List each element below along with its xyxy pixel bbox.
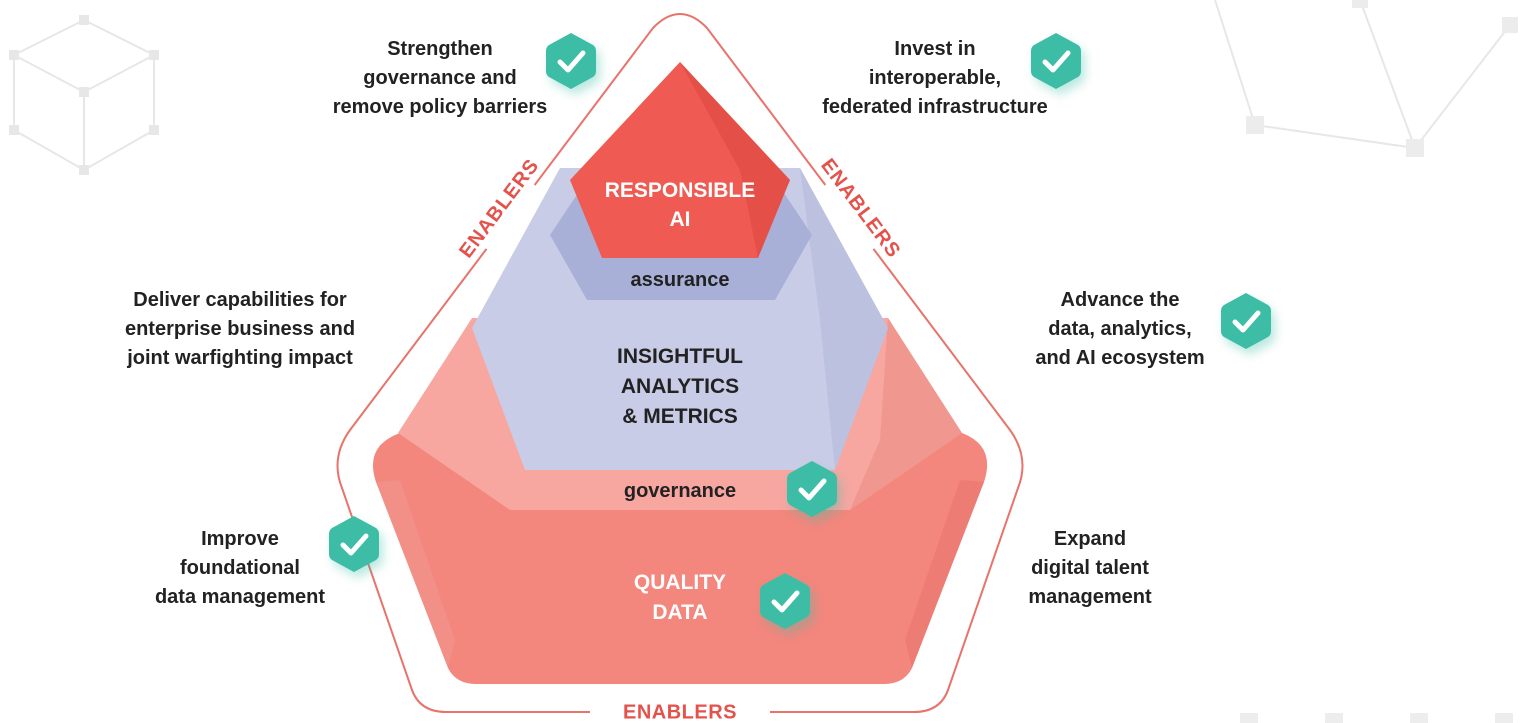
enablers-label-bottom: ENABLERS — [623, 701, 737, 723]
goal-mid-right-line-3: and AI ecosystem — [1035, 347, 1205, 369]
decorative-bars — [1240, 713, 1513, 723]
goal-mid-left: Deliver capabilities for enterprise busi… — [90, 286, 390, 373]
check-badge-icon — [1025, 30, 1087, 95]
goal-mid-left-line-3: joint warfighting impact — [127, 347, 353, 369]
insight-label: INSIGHTFUL ANALYTICS & METRICS — [560, 342, 800, 432]
check-badge-icon — [323, 513, 385, 578]
goal-bottom-left-line-1: Improve — [201, 528, 279, 550]
goal-mid-right-line-1: Advance the — [1060, 289, 1180, 311]
goal-top-right-line-1: Invest in — [894, 38, 976, 60]
assurance-label: assurance — [580, 267, 780, 293]
assurance-label-text: assurance — [630, 269, 730, 291]
goal-mid-left-line-1: Deliver capabilities for — [133, 289, 347, 311]
goal-bottom-right-line-1: Expand — [1053, 528, 1127, 550]
goal-bottom-right: Expand digital talent management — [990, 525, 1190, 612]
responsible-ai-label-line-2: AI — [669, 208, 691, 231]
goal-top-left-line-1: Strengthen — [387, 38, 493, 60]
check-badge-icon — [1215, 290, 1277, 355]
goal-top-left-line-3: remove policy barriers — [332, 96, 548, 118]
goal-mid-right-line-2: data, analytics, — [1048, 318, 1192, 340]
goal-bottom-left-line-3: data management — [154, 586, 326, 608]
goal-bottom-right-line-2: digital talent — [1031, 557, 1149, 579]
responsible-ai-label-line-1: RESPONSIBLE — [604, 179, 756, 202]
quality-data-label-line-1: QUALITY — [633, 571, 727, 594]
goal-top-left: Strengthen governance and remove policy … — [290, 35, 590, 122]
quality-data-label-line-2: DATA — [652, 601, 708, 624]
insight-label-line-2: ANALYTICS — [620, 375, 740, 398]
responsible-ai-layer — [570, 62, 790, 258]
enablers-outline — [336, 13, 1024, 713]
insight-label-line-3: & METRICS — [622, 405, 738, 428]
insight-label-line-1: INSIGHTFUL — [617, 345, 743, 368]
goal-bottom-left-line-2: foundational — [180, 557, 300, 579]
governance-label: governance — [580, 478, 780, 504]
decorative-network-icon — [1214, 0, 1518, 157]
goal-top-left-line-2: governance and — [363, 67, 517, 89]
goal-top-right: Invest in interoperable, federated infra… — [785, 35, 1085, 122]
check-badge-icon — [781, 458, 843, 523]
decorative-cube-icon — [9, 15, 159, 175]
governance-label-text: governance — [623, 480, 737, 502]
check-badge-icon — [540, 30, 602, 95]
goal-bottom-left: Improve foundational data management — [120, 525, 360, 612]
goal-top-right-line-3: federated infrastructure — [822, 96, 1048, 118]
goal-mid-right: Advance the data, analytics, and AI ecos… — [1005, 286, 1235, 373]
check-badge-icon — [754, 570, 816, 635]
quality-data-label: QUALITY DATA — [580, 568, 780, 628]
goal-bottom-right-line-3: management — [1028, 586, 1152, 608]
goal-top-right-line-2: interoperable, — [868, 67, 1002, 89]
responsible-ai-label: RESPONSIBLE AI — [580, 176, 780, 234]
goal-mid-left-line-2: enterprise business and — [124, 318, 356, 340]
